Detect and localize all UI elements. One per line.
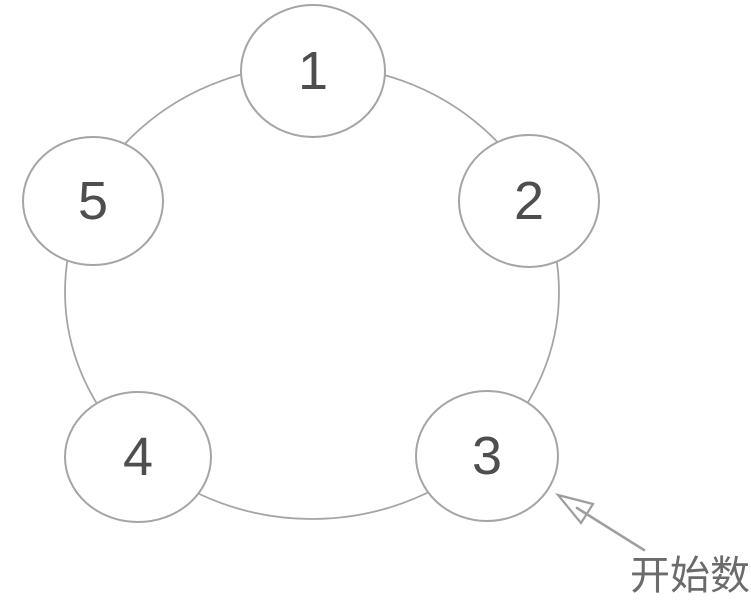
node-4: 4 xyxy=(64,391,212,523)
node-label: 5 xyxy=(78,171,108,231)
node-circle xyxy=(64,391,212,523)
node-5: 5 xyxy=(22,136,164,266)
node-circle xyxy=(458,134,600,268)
node-label: 4 xyxy=(123,427,153,487)
node-circle xyxy=(415,390,559,522)
node-label: 3 xyxy=(472,426,502,486)
annotation-label: 开始数 xyxy=(630,554,750,598)
annotation-arrow-shaft xyxy=(575,506,646,552)
node-label: 2 xyxy=(514,171,544,231)
node-1: 1 xyxy=(240,4,386,138)
start-annotation: 开始数 xyxy=(555,493,750,598)
node-circle xyxy=(22,136,164,266)
node-2: 2 xyxy=(458,134,600,268)
node-circle xyxy=(240,4,386,138)
annotation-arrowhead-icon xyxy=(555,493,595,525)
node-label: 1 xyxy=(298,41,328,101)
node-3: 3 xyxy=(415,390,559,522)
